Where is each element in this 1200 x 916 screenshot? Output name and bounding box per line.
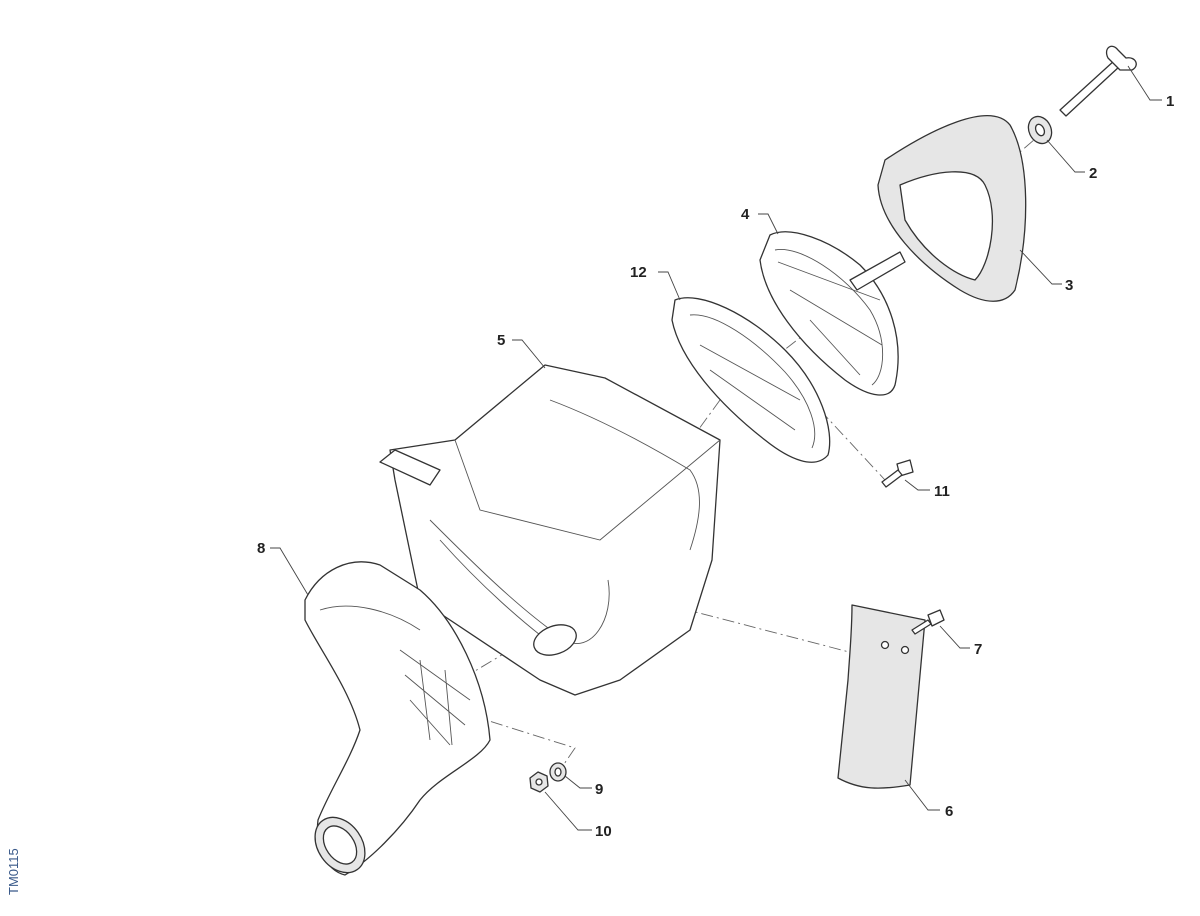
callout-8: 8 bbox=[257, 540, 265, 557]
part-wing-bolt bbox=[1059, 45, 1137, 117]
part-airbox bbox=[379, 364, 721, 696]
part-intake-duct bbox=[304, 561, 491, 876]
callout-4: 4 bbox=[741, 206, 750, 223]
callout-2: 2 bbox=[1089, 165, 1097, 182]
leader-lines bbox=[270, 65, 1162, 831]
callout-7: 7 bbox=[974, 641, 982, 658]
callout-3: 3 bbox=[1065, 277, 1073, 294]
part-mud-flap bbox=[837, 604, 926, 789]
callout-10: 10 bbox=[595, 823, 612, 840]
part-air-filter bbox=[877, 115, 1027, 302]
callout-1: 1 bbox=[1166, 93, 1174, 110]
part-screw-7 bbox=[911, 609, 945, 635]
part-filter-cage bbox=[759, 231, 906, 396]
callout-12: 12 bbox=[630, 264, 647, 281]
callout-9: 9 bbox=[595, 781, 603, 798]
part-nut-10 bbox=[529, 771, 549, 793]
callout-11: 11 bbox=[934, 483, 950, 500]
part-washer-9 bbox=[549, 762, 567, 782]
figure-code: TM0115 bbox=[6, 848, 21, 895]
callout-labels: 1 2 3 4 5 6 7 8 9 10 11 12 bbox=[257, 93, 1174, 840]
callout-6: 6 bbox=[945, 803, 953, 820]
callout-5: 5 bbox=[497, 332, 505, 349]
part-gasket-frame bbox=[671, 297, 831, 463]
part-screw-11 bbox=[881, 459, 914, 488]
part-washer bbox=[1027, 115, 1053, 145]
